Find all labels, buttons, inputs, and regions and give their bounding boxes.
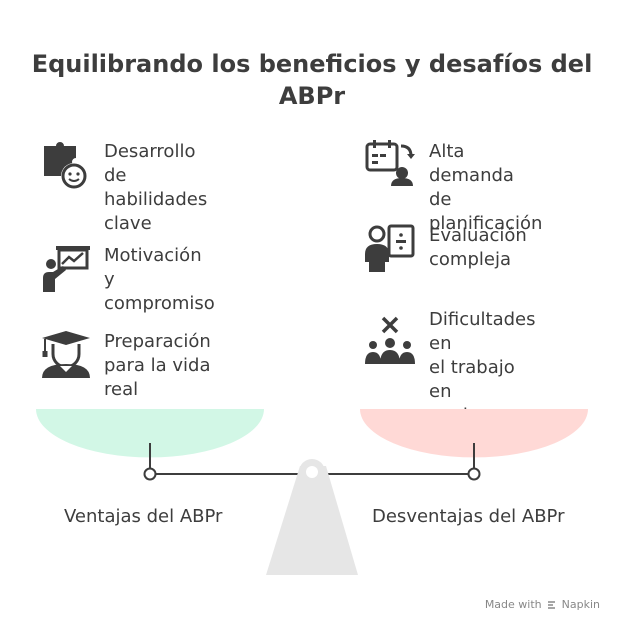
left-pan — [36, 409, 264, 458]
item-label: Preparación para la vida real — [104, 331, 211, 400]
calendar-person-icon — [365, 140, 415, 186]
fulcrum-hole — [306, 466, 318, 478]
presenter-chart-icon — [43, 246, 90, 292]
footer-brand: Napkin — [561, 598, 600, 611]
item-label: Desarrollo de habilidades clave — [104, 141, 208, 234]
right-pivot — [467, 467, 481, 481]
item-label: Evaluación compleja — [429, 225, 527, 270]
napkin-logo-icon — [547, 600, 555, 609]
left-pivot — [143, 467, 157, 481]
puzzle-head-icon — [44, 142, 87, 189]
footer-text: Made with — [484, 598, 542, 611]
advantages-label: Ventajas del ABPr — [64, 506, 223, 527]
graduate-icon — [42, 331, 90, 378]
item-label: Alta demanda de planificación — [429, 141, 543, 234]
footer-credit: Made with Napkin — [485, 598, 600, 611]
disadvantages-label: Desventajas del ABPr — [372, 506, 565, 527]
group-cross-icon — [365, 316, 415, 364]
right-pan — [360, 409, 588, 458]
diagram-title: Equilibrando los beneficios y desafíos d… — [31, 50, 593, 110]
teacher-board-icon — [365, 224, 415, 272]
scale-base — [266, 466, 358, 575]
item-label: Motivación y compromiso — [104, 245, 215, 314]
